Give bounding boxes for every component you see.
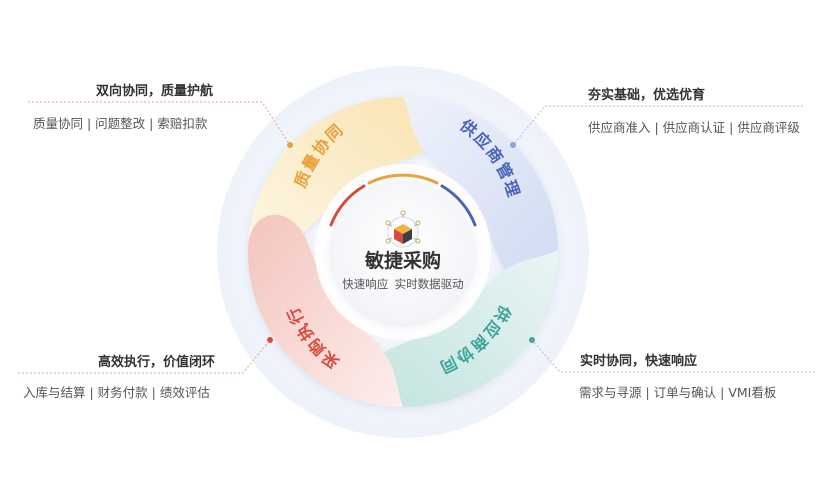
callout-bottom-left: 高效执行，价值闭环 <box>98 351 215 370</box>
hub-arc-blue <box>440 184 477 227</box>
center-hub <box>331 180 475 324</box>
segment-procurement-execution[interactable] <box>247 214 403 407</box>
callout-top-right-desc-wrap: 供应商准入 | 供应商认证 | 供应商评级 <box>588 117 800 136</box>
callout-title: 高效执行，价值闭环 <box>98 355 216 370</box>
hub-arc-red <box>329 184 366 227</box>
leader-top-left <box>28 101 291 146</box>
leader-bottom-right <box>531 339 815 373</box>
center-title: 敏捷采购 <box>364 249 441 272</box>
segment-quality-collaboration[interactable] <box>248 97 440 250</box>
leader-top-right <box>512 105 803 146</box>
callout-title: 双向协同，质量护航 <box>96 84 214 99</box>
callout-desc: 质量协同 | 问题整改 | 索赔扣款 <box>33 116 208 131</box>
segment-supplier-management[interactable] <box>403 97 558 286</box>
callout-title: 夯实基础，优选优育 <box>588 88 706 103</box>
segment-supplier-collaboration[interactable] <box>366 250 559 407</box>
hub-arc-yellow <box>367 173 439 185</box>
callout-title: 实时协同，快速响应 <box>580 354 698 369</box>
callout-bottom-left-desc-wrap: 入库与结算 | 财务付款 | 绩效评估 <box>23 382 210 401</box>
callout-bottom-right: 实时协同，快速响应 <box>580 350 697 369</box>
leader-bottom-left <box>18 339 271 374</box>
callout-desc: 供应商准入 | 供应商认证 | 供应商评级 <box>588 120 800 135</box>
callout-top-left: 双向协同，质量护航 <box>96 80 213 99</box>
cube-network-icon <box>385 210 421 248</box>
callout-top-left-desc-wrap: 质量协同 | 问题整改 | 索赔扣款 <box>33 113 207 132</box>
callout-desc: 需求与寻源 | 订单与确认 | VMI看板 <box>579 385 777 400</box>
center-subtitle: 快速响应 实时数据驱动 <box>342 277 463 291</box>
callout-desc: 入库与结算 | 财务付款 | 绩效评估 <box>23 385 210 400</box>
callout-top-right: 夯实基础，优选优育 <box>588 84 705 103</box>
callout-bottom-right-desc-wrap: 需求与寻源 | 订单与确认 | VMI看板 <box>579 382 776 401</box>
